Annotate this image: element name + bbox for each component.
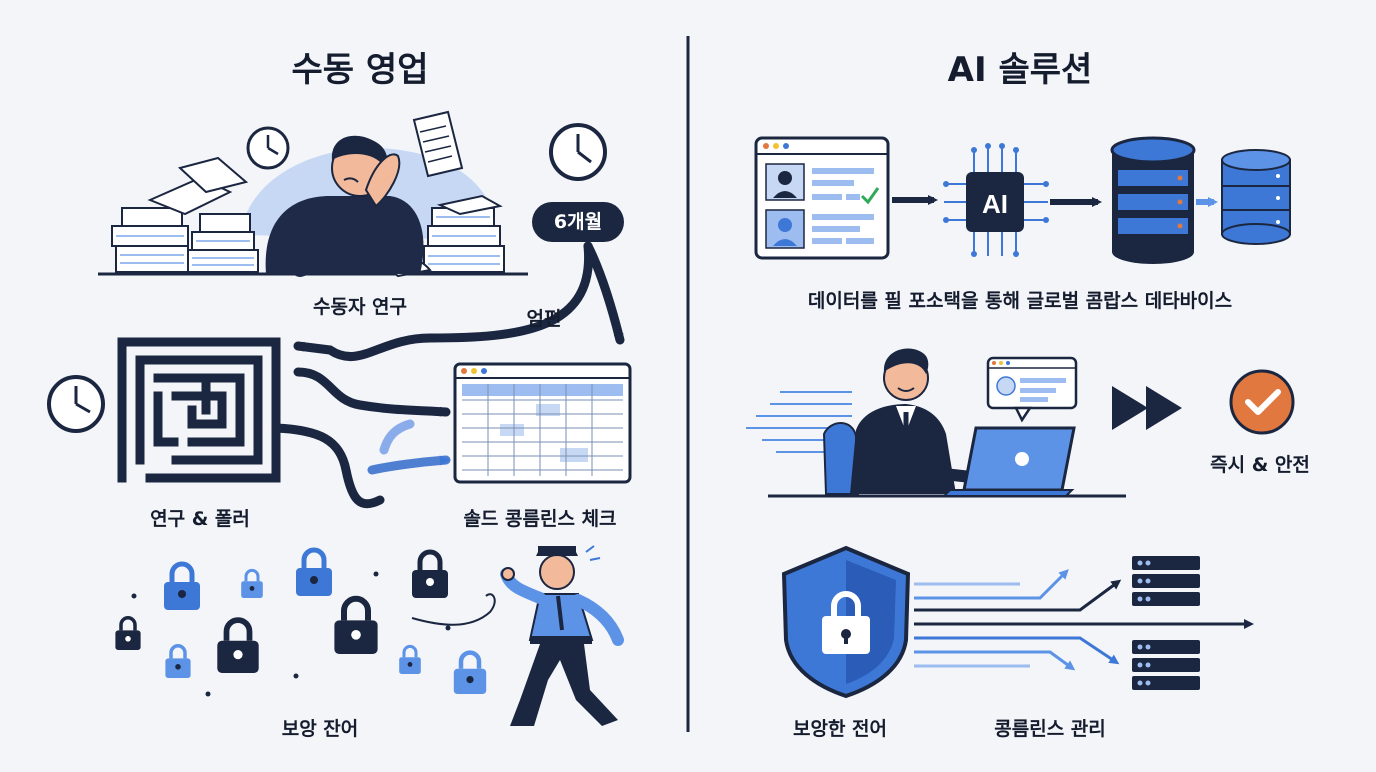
label-research-and-filler: 연구 & 폴러 [150,508,250,530]
profile-records-window [754,136,890,260]
clock-icon [549,123,607,181]
label-secure-control: 보앙한 전어 [792,718,887,740]
overworked-worker-illustration [98,110,528,278]
lock-icon [399,644,421,674]
lock-icon [412,549,448,598]
ai-chip-label: AI [982,189,1008,219]
process-flow-arrows [271,241,625,509]
duration-badge: 6개월 [532,202,624,242]
label-data-pipeline: 데이터를 필 포소택을 통해 글로벌 콤랍스 데타바이스 [807,290,1233,312]
maze-icon [117,337,281,483]
clock-icon [47,375,105,433]
lock-icon [217,617,259,673]
shield-lock-icon [781,545,911,699]
left-panel-title: 수동 영업 [291,50,429,90]
checkmark-icon [860,187,880,205]
lock-icon [453,650,487,694]
scattered-locks-illustration [115,547,496,697]
security-guard-illustration [500,545,624,726]
lock-icon [165,644,191,678]
fast-forward-icon [1112,386,1182,430]
database-icon [1221,149,1291,245]
clock-icon [246,126,290,170]
label-sold-compliance-check: 솔드 콩름린스 체크 [463,508,617,530]
label-manual-research: 수동자 연구 [312,296,407,318]
chat-profile-bubble [986,356,1078,423]
label-instant-and-safe: 즉시 & 안전 [1210,454,1310,476]
lock-icon [296,547,332,596]
label-connector-note: 엄편 [526,308,562,330]
database-icon [1110,136,1196,264]
spreadsheet-window [453,362,632,484]
lock-icon [241,568,263,598]
check-badge-icon [1229,369,1295,435]
server-rack-icon [1132,556,1200,606]
data-stream-lines [914,569,1254,671]
lock-icon [334,595,378,654]
lock-icon [115,616,141,650]
ai-chip-icon: AI [943,143,1049,257]
server-rack-icon [1132,640,1200,690]
label-compliance-management: 콩름린스 관리 [994,718,1106,740]
efficient-worker-illustration [746,348,1126,498]
document-icon [412,110,464,178]
right-panel-title: AI 솔루션 [947,50,1093,90]
label-security-error: 보앙 잔어 [281,718,359,740]
lock-icon [164,561,200,610]
